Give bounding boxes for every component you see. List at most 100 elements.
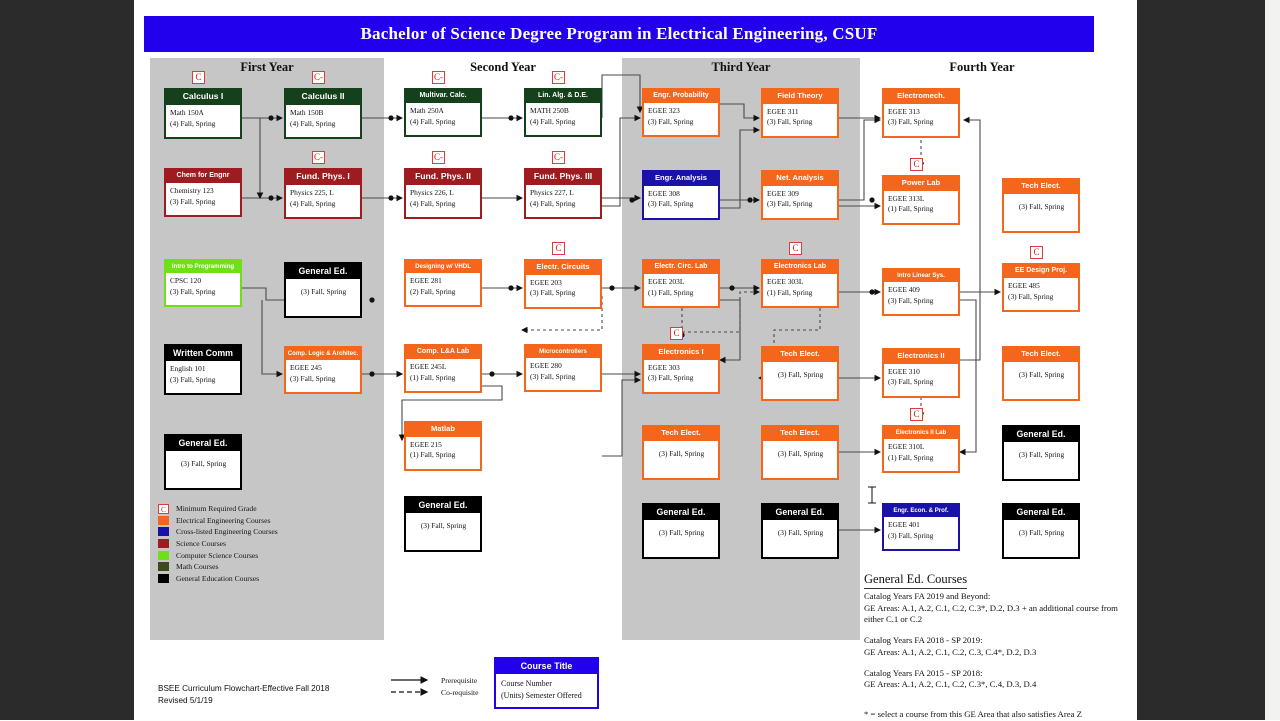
legend-row: Computer Science Courses xyxy=(158,549,388,561)
course-box-ge2[interactable]: General Ed. (3) Fall, Spring xyxy=(164,434,242,491)
sample-course-units: (Units) Semester Offered xyxy=(501,690,582,700)
course-title: Power Lab xyxy=(884,177,958,191)
course-units: (1) Fall, Spring xyxy=(648,287,694,297)
course-units: (4) Fall, Spring xyxy=(290,198,336,208)
course-box-ge5[interactable]: General Ed.(3) Fall, Spring xyxy=(642,503,720,560)
course-title: Tech Elect. xyxy=(763,427,837,441)
chart-footnote: BSEE Curriculum Flowchart-Effective Fall… xyxy=(158,683,329,708)
course-title: Microcontrollers xyxy=(526,346,600,358)
course-box-linalg[interactable]: Lin. Alg. & D.E.MATH 250B(4) Fall, Sprin… xyxy=(524,88,602,138)
course-box-te2[interactable]: Tech Elect.(3) Fall, Spring xyxy=(761,346,839,401)
legend-corequisite: Co-requisite xyxy=(389,686,519,698)
course-box-ge4[interactable]: General Ed.(3) Fall, Spring xyxy=(404,496,482,553)
course-body: EGEE 215(1) Fall, Spring xyxy=(406,436,480,469)
course-body: (3) Fall, Spring xyxy=(286,279,360,317)
course-units: (3) Fall, Spring xyxy=(180,459,227,469)
course-units: (3) Fall, Spring xyxy=(648,116,694,126)
course-body: CPSC 120(3) Fall, Spring xyxy=(166,273,240,305)
course-body: Math 150A(4) Fall, Spring xyxy=(166,104,240,137)
course-box-ils[interactable]: Intro Linear Sys.EGEE 409(3) Fall, Sprin… xyxy=(882,268,960,316)
legend-label: Cross-listed Engineering Courses xyxy=(176,527,278,537)
general-ed-heading: General Ed. Courses xyxy=(864,572,968,589)
course-title: General Ed. xyxy=(1004,505,1078,521)
course-units: (3) Fall, Spring xyxy=(658,528,705,538)
course-units: (3) Fall, Spring xyxy=(1018,450,1065,460)
course-box-eedp[interactable]: EE Design Proj.EGEE 485(3) Fall, Spring xyxy=(1002,263,1080,313)
course-number: Chemistry 123 xyxy=(170,186,214,196)
sample-course-title: Course Title xyxy=(496,659,597,674)
course-units: (4) Fall, Spring xyxy=(530,198,576,208)
min-grade-marker-phys1: C- xyxy=(312,151,325,164)
course-box-ge7[interactable]: General Ed.(3) Fall, Spring xyxy=(1002,503,1080,560)
course-box-ge6[interactable]: General Ed.(3) Fall, Spring xyxy=(761,503,839,560)
course-title: Intro to Programming xyxy=(166,261,240,273)
course-box-te3[interactable]: Tech Elect.(3) Fall, Spring xyxy=(1002,346,1080,401)
course-number: EGEE 310 xyxy=(888,366,920,376)
legend-row: Electrical Engineering Courses xyxy=(158,515,388,527)
gened-block-title: Catalog Years FA 2019 and Beyond: xyxy=(864,591,991,601)
course-body: Physics 225, L(4) Fall, Spring xyxy=(286,184,360,217)
sample-course-box: Course Title Course Number (Units) Semes… xyxy=(494,657,599,710)
color-swatch-icon xyxy=(158,539,169,549)
course-box-te5[interactable]: Tech Elect.(3) Fall, Spring xyxy=(761,425,839,480)
course-body: EGEE 203L(1) Fall, Spring xyxy=(644,274,718,307)
course-title: Engr. Analysis xyxy=(644,172,718,186)
course-box-mvcalc[interactable]: Multivar. Calc.Math 250A(4) Fall, Spring xyxy=(404,88,482,138)
course-number: EGEE 303 xyxy=(648,362,680,372)
course-title: Matlab xyxy=(406,423,480,437)
course-units: (3) Fall, Spring xyxy=(648,373,694,383)
course-units: (4) Fall, Spring xyxy=(290,118,336,128)
course-title: General Ed. xyxy=(166,436,240,452)
legend-label: Computer Science Courses xyxy=(176,550,259,560)
course-title: Electr. Circ. Lab xyxy=(644,261,718,275)
course-box-ge1[interactable]: General Ed.(3) Fall, Spring xyxy=(284,262,362,319)
course-title: Lin. Alg. & D.E. xyxy=(526,90,600,104)
course-units: (3) Fall, Spring xyxy=(767,117,813,127)
course-title: Comp. Logic & Architec. xyxy=(286,348,360,360)
course-number: EGEE 203L xyxy=(648,277,685,287)
course-box-emech[interactable]: Electromech.EGEE 313(3) Fall, Spring xyxy=(882,88,960,138)
course-box-cla[interactable]: Comp. Logic & Architec.EGEE 245(3) Fall,… xyxy=(284,346,362,394)
course-box-ge3[interactable]: General Ed.(3) Fall, Spring xyxy=(1002,425,1080,482)
course-title: Calculus I xyxy=(166,90,240,105)
gened-block-body: GE Areas: A.1, A.2, C.1, C.2, C.3*, D.2,… xyxy=(864,602,1118,625)
course-units: (2) Fall, Spring xyxy=(410,286,456,296)
course-title: Tech Elect. xyxy=(644,427,718,441)
color-swatch-icon xyxy=(158,550,169,560)
course-number: Math 150B xyxy=(290,107,324,117)
page-title-banner: Bachelor of Science Degree Program in El… xyxy=(144,16,1094,52)
course-body: Physics 226, L(4) Fall, Spring xyxy=(406,184,480,217)
course-number: EGEE 203 xyxy=(530,277,562,287)
course-units: (3) Fall, Spring xyxy=(300,287,347,297)
course-box-te4[interactable]: Tech Elect.(3) Fall, Spring xyxy=(642,425,720,480)
course-units: (1) Fall, Spring xyxy=(410,450,456,460)
min-grade-marker-circ: C xyxy=(552,242,565,255)
course-box-econ[interactable]: Engr. Econ. & Prof.EGEE 401(3) Fall, Spr… xyxy=(882,503,960,551)
course-box-te1[interactable]: Tech Elect.(3) Fall, Spring xyxy=(1002,178,1080,233)
course-body: Physics 227, L(4) Fall, Spring xyxy=(526,184,600,217)
course-body: EGEE 309(3) Fall, Spring xyxy=(763,185,837,218)
